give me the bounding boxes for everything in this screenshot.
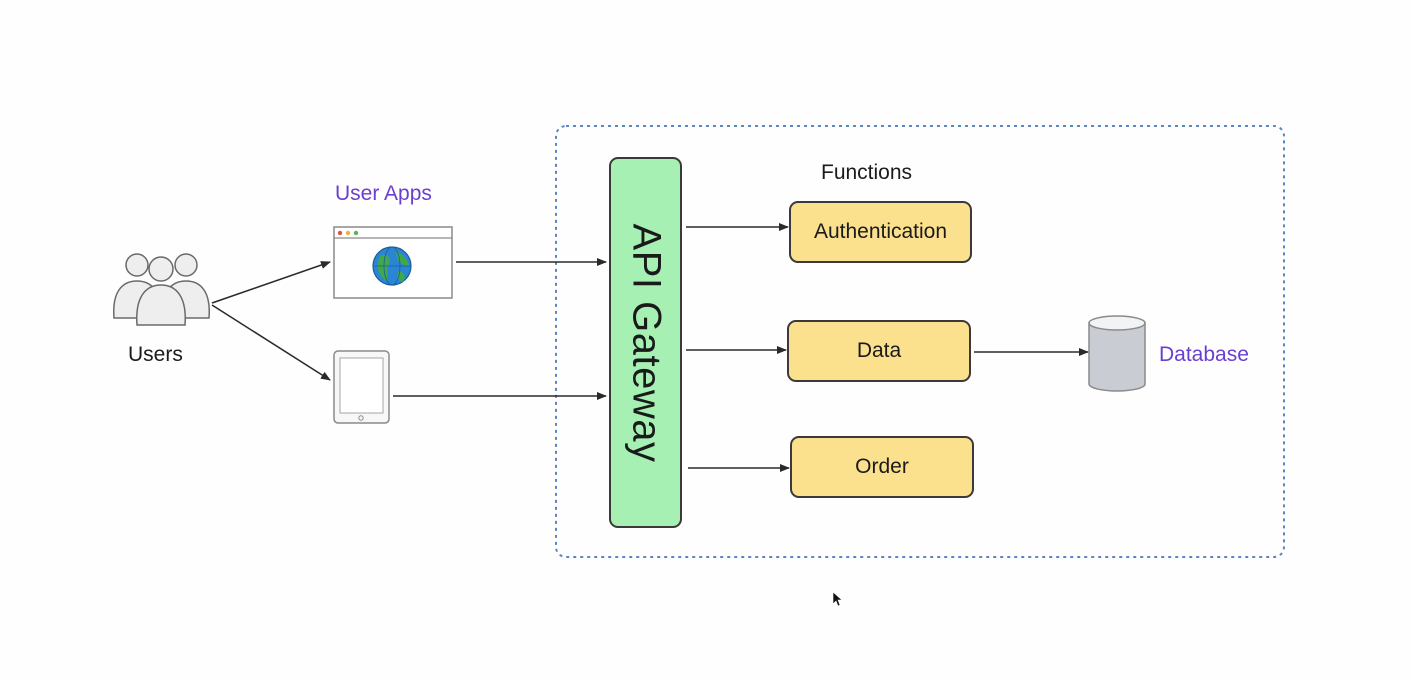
function-order[interactable]: Order xyxy=(790,436,974,498)
api-gateway-block[interactable]: API Gateway xyxy=(609,157,682,528)
api-gateway-label: API Gateway xyxy=(624,223,668,462)
tablet-icon xyxy=(333,350,390,424)
arrow-users-to-browser xyxy=(211,261,331,304)
database-cylinder-icon xyxy=(1088,315,1146,392)
users-group-icon xyxy=(113,253,210,326)
browser-globe-icon xyxy=(333,226,453,299)
users-label: Users xyxy=(128,343,183,366)
functions-heading: Functions xyxy=(821,161,913,184)
function-data[interactable]: Data xyxy=(787,320,971,382)
database-label: Database xyxy=(1159,343,1249,366)
user-apps-label: User Apps xyxy=(335,182,432,205)
function-authentication[interactable]: Authentication xyxy=(789,201,972,263)
function-authentication-label: Authentication xyxy=(813,220,948,243)
function-data-label: Data xyxy=(856,339,902,362)
arrow-users-to-tablet xyxy=(211,304,331,381)
function-order-label: Order xyxy=(855,455,909,478)
service-boundary xyxy=(555,125,1285,558)
mouse-cursor-icon xyxy=(832,591,843,607)
